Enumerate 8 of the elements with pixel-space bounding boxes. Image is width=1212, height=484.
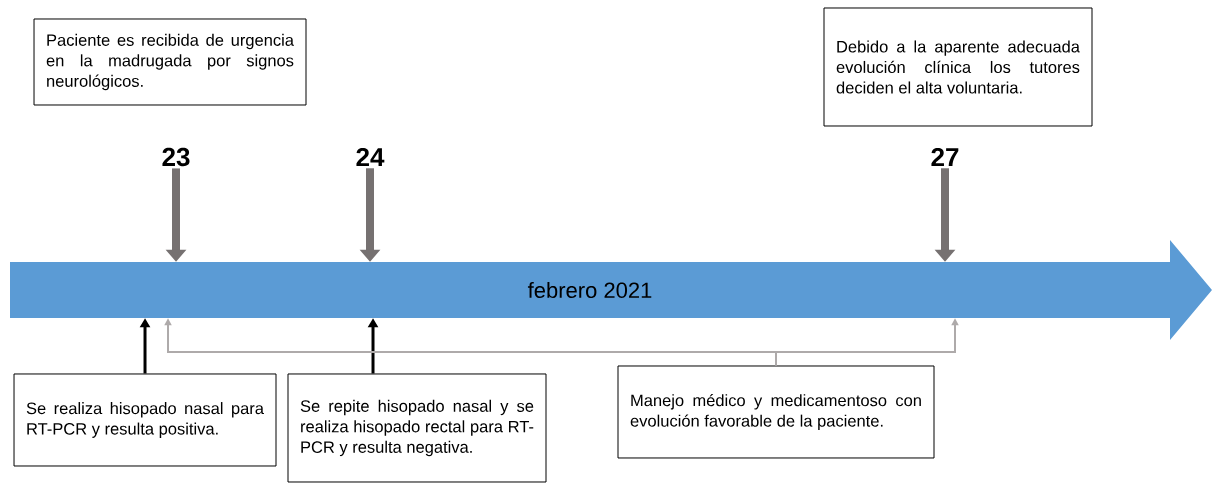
text-box: Debido a la aparente adecuada evolución clínica los tutores deciden el alta voluntaria. [823, 7, 1093, 127]
date-number: 27 [931, 147, 959, 167]
date-number: 23 [162, 147, 190, 167]
text-box: Se repite hisopado nasal y se realiza hisopado rectal para RT-PCR y resulta negativa. [287, 373, 547, 483]
text-box: Manejo médico y medicamentoso con evolución favorable de la paciente. [617, 365, 935, 459]
date-number: 24 [356, 147, 385, 167]
text-box: Paciente es recibida de urgencia en la madrugada por signos neurológicos. [33, 18, 307, 106]
text-box: Se realiza hisopado nasal para RT-PCR y resulta positiva. [13, 373, 277, 467]
